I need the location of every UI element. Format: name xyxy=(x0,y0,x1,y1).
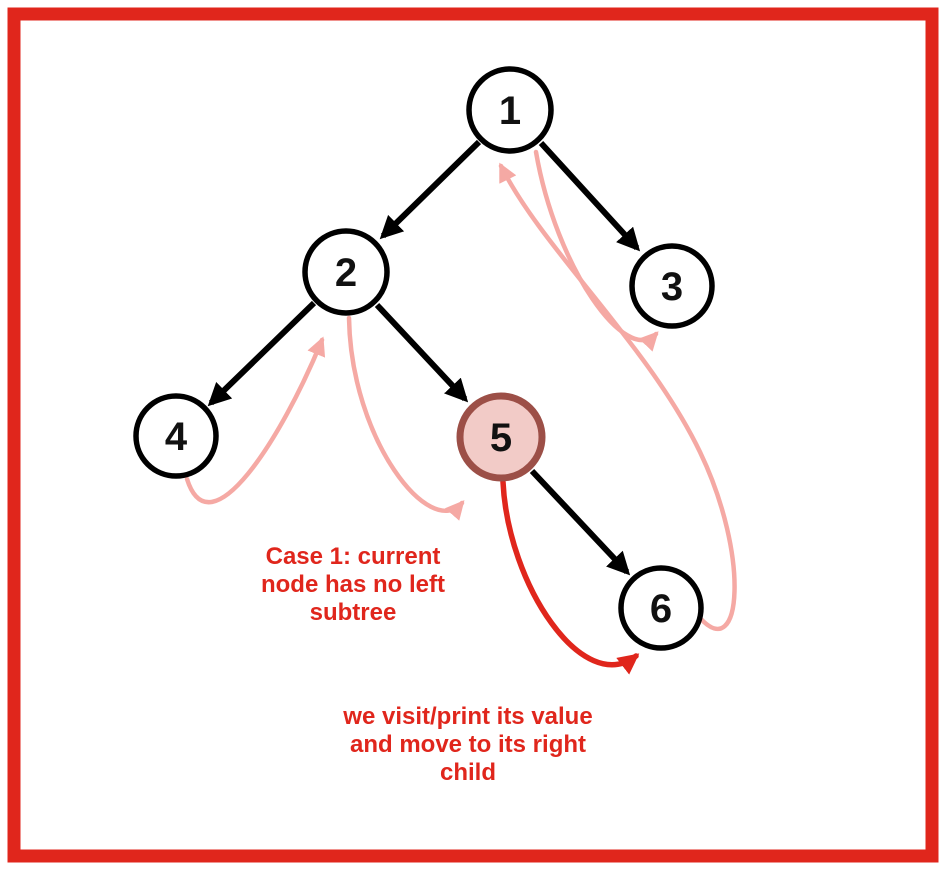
node-4: 4 xyxy=(133,393,219,479)
red-border-frame xyxy=(7,7,939,863)
thread-arrow-4-to-2 xyxy=(184,336,326,505)
edge-2-to-5 xyxy=(374,302,469,403)
visit-arrow-5-to-6 xyxy=(500,479,640,675)
case-note-line-2: node has no left xyxy=(261,571,445,598)
action-note-line-3: child xyxy=(440,759,496,786)
node-4-circle xyxy=(133,393,219,479)
node-2-label: 2 xyxy=(335,251,357,295)
traversal-threads xyxy=(184,149,737,632)
node-1-label: 1 xyxy=(499,89,521,133)
edge-1-to-3 xyxy=(538,140,641,252)
node-5-label: 5 xyxy=(490,416,512,460)
case-note: Case 1: current node has no left subtree xyxy=(261,543,445,626)
node-2: 2 xyxy=(302,228,390,316)
node-4-label: 4 xyxy=(165,415,188,459)
thread-arrow-2-to-5 xyxy=(346,315,465,521)
thread-arrow-1-to-3 xyxy=(533,149,659,352)
node-6: 6 xyxy=(618,565,704,651)
thread-arrow-6-to-1 xyxy=(498,162,737,632)
edge-5-to-6 xyxy=(529,468,631,576)
action-note-line-2: and move to its right xyxy=(350,731,586,758)
node-6-label: 6 xyxy=(650,587,672,631)
node-1-circle xyxy=(466,66,554,154)
edge-2-to-4 xyxy=(207,300,317,407)
node-3-circle xyxy=(629,243,715,329)
case-note-line-3: subtree xyxy=(310,599,397,626)
node-3: 3 xyxy=(629,243,715,329)
node-3-label: 3 xyxy=(661,265,683,309)
tree-edges xyxy=(207,139,641,576)
node-5-highlighted: 5 xyxy=(456,392,546,482)
edge-1-to-2 xyxy=(379,139,482,240)
action-note-line-1: we visit/print its value xyxy=(342,703,592,730)
case-note-line-1: Case 1: current xyxy=(266,543,441,570)
node-6-circle xyxy=(618,565,704,651)
node-2-circle xyxy=(302,228,390,316)
node-1: 1 xyxy=(466,66,554,154)
node-5-circle xyxy=(456,392,546,482)
action-note: we visit/print its value and move to its… xyxy=(342,703,592,786)
